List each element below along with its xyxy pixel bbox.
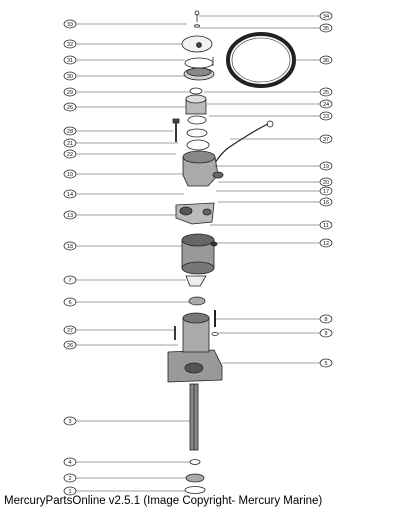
- svg-text:32: 32: [67, 42, 73, 48]
- callout-right-11: 11: [319, 220, 333, 230]
- svg-text:16: 16: [323, 200, 329, 206]
- callout-left-13: 13: [63, 210, 77, 220]
- svg-text:27: 27: [67, 328, 73, 334]
- svg-text:29: 29: [67, 90, 73, 96]
- svg-text:20: 20: [323, 180, 329, 186]
- callout-left-26: 26: [63, 340, 77, 350]
- callout-left-29: 29: [63, 87, 77, 97]
- callout-right-34: 34: [319, 11, 333, 21]
- svg-text:26: 26: [67, 343, 73, 349]
- snap-ring-part: [184, 486, 206, 494]
- svg-text:28: 28: [67, 129, 73, 135]
- bracket-part: [175, 202, 215, 225]
- svg-text:25: 25: [323, 90, 329, 96]
- callout-right-37: 37: [319, 134, 333, 144]
- copyright-caption: MercuryPartsOnline v2.5.1 (Image Copyrig…: [4, 495, 323, 507]
- callout-left-21: 21: [63, 138, 77, 148]
- svg-text:35: 35: [323, 26, 329, 32]
- callout-left-32: 32: [63, 39, 77, 49]
- cam-part: [185, 275, 207, 287]
- callout-left-26: 26: [63, 102, 77, 112]
- callout-right-20: 20: [319, 177, 333, 187]
- belt-ring-part: [226, 32, 296, 88]
- lower-housing-part: [167, 312, 223, 383]
- bolt-part: [172, 118, 180, 142]
- svg-text:4: 4: [68, 460, 71, 466]
- exploded-parts-diagram: 3332313029262821221014131876272634213435…: [63, 10, 333, 496]
- svg-text:3: 3: [68, 419, 71, 425]
- svg-text:12: 12: [323, 241, 329, 247]
- callout-right-17: 17: [319, 186, 333, 196]
- callout-right-35: 35: [319, 23, 333, 33]
- callout-right-24: 24: [319, 99, 333, 109]
- seal-rings: [186, 115, 210, 151]
- callout-left-2: 2: [63, 473, 77, 483]
- svg-text:5: 5: [324, 361, 327, 367]
- callout-right-19: 19: [319, 161, 333, 171]
- svg-text:10: 10: [67, 172, 73, 178]
- impeller-housing-part: [181, 233, 218, 275]
- callout-left-33: 33: [63, 19, 77, 29]
- callout-left-22: 22: [63, 149, 77, 159]
- hose-part: [214, 123, 269, 164]
- callout-left-4: 4: [63, 457, 77, 467]
- svg-text:17: 17: [323, 189, 329, 195]
- svg-text:21: 21: [67, 141, 73, 147]
- callout-left-30: 30: [63, 71, 77, 81]
- callout-right-23: 23: [319, 111, 333, 121]
- svg-text:36: 36: [323, 58, 329, 64]
- svg-text:13: 13: [67, 213, 73, 219]
- svg-text:18: 18: [67, 244, 73, 250]
- callout-right-9: 9: [319, 328, 333, 338]
- callout-left-7: 7: [63, 275, 77, 285]
- svg-text:34: 34: [323, 14, 329, 20]
- svg-text:6: 6: [68, 300, 71, 306]
- callout-left-31: 31: [63, 55, 77, 65]
- callout-right-8: 8: [319, 314, 333, 324]
- callout-right-36: 36: [319, 55, 333, 65]
- callout-left-28: 28: [63, 126, 77, 136]
- svg-text:1: 1: [68, 489, 71, 495]
- svg-text:9: 9: [324, 331, 327, 337]
- callout-left-1: 1: [63, 486, 77, 496]
- upper-housing-part: [182, 150, 224, 187]
- svg-text:7: 7: [68, 278, 71, 284]
- svg-text:11: 11: [323, 223, 329, 229]
- svg-text:26: 26: [67, 105, 73, 111]
- callout-left-14: 14: [63, 189, 77, 199]
- svg-text:37: 37: [323, 137, 329, 143]
- svg-text:2: 2: [68, 476, 71, 482]
- callout-left-6: 6: [63, 297, 77, 307]
- svg-text:14: 14: [67, 192, 73, 198]
- callout-left-3: 3: [63, 416, 77, 426]
- lower-bearing-part: [185, 473, 205, 483]
- screw-part: [194, 10, 200, 28]
- drive-shaft-part: [189, 383, 199, 451]
- callout-right-16: 16: [319, 197, 333, 207]
- svg-text:24: 24: [323, 102, 329, 108]
- plate-part: [181, 35, 213, 53]
- callout-right-5: 5: [319, 358, 333, 368]
- svg-text:31: 31: [67, 58, 73, 64]
- gear-part: [183, 57, 215, 81]
- bearing-part: [185, 87, 207, 115]
- stud-part: [211, 310, 219, 336]
- svg-text:23: 23: [323, 114, 329, 120]
- callout-left-10: 10: [63, 169, 77, 179]
- callout-right-12: 12: [319, 238, 333, 248]
- washer-part: [188, 296, 206, 306]
- callout-left-18: 18: [63, 241, 77, 251]
- svg-text:33: 33: [67, 22, 73, 28]
- svg-text:8: 8: [324, 317, 327, 323]
- svg-text:30: 30: [67, 74, 73, 80]
- svg-text:19: 19: [323, 164, 329, 170]
- callout-left-27: 27: [63, 325, 77, 335]
- callout-right-25: 25: [319, 87, 333, 97]
- svg-text:22: 22: [67, 152, 73, 158]
